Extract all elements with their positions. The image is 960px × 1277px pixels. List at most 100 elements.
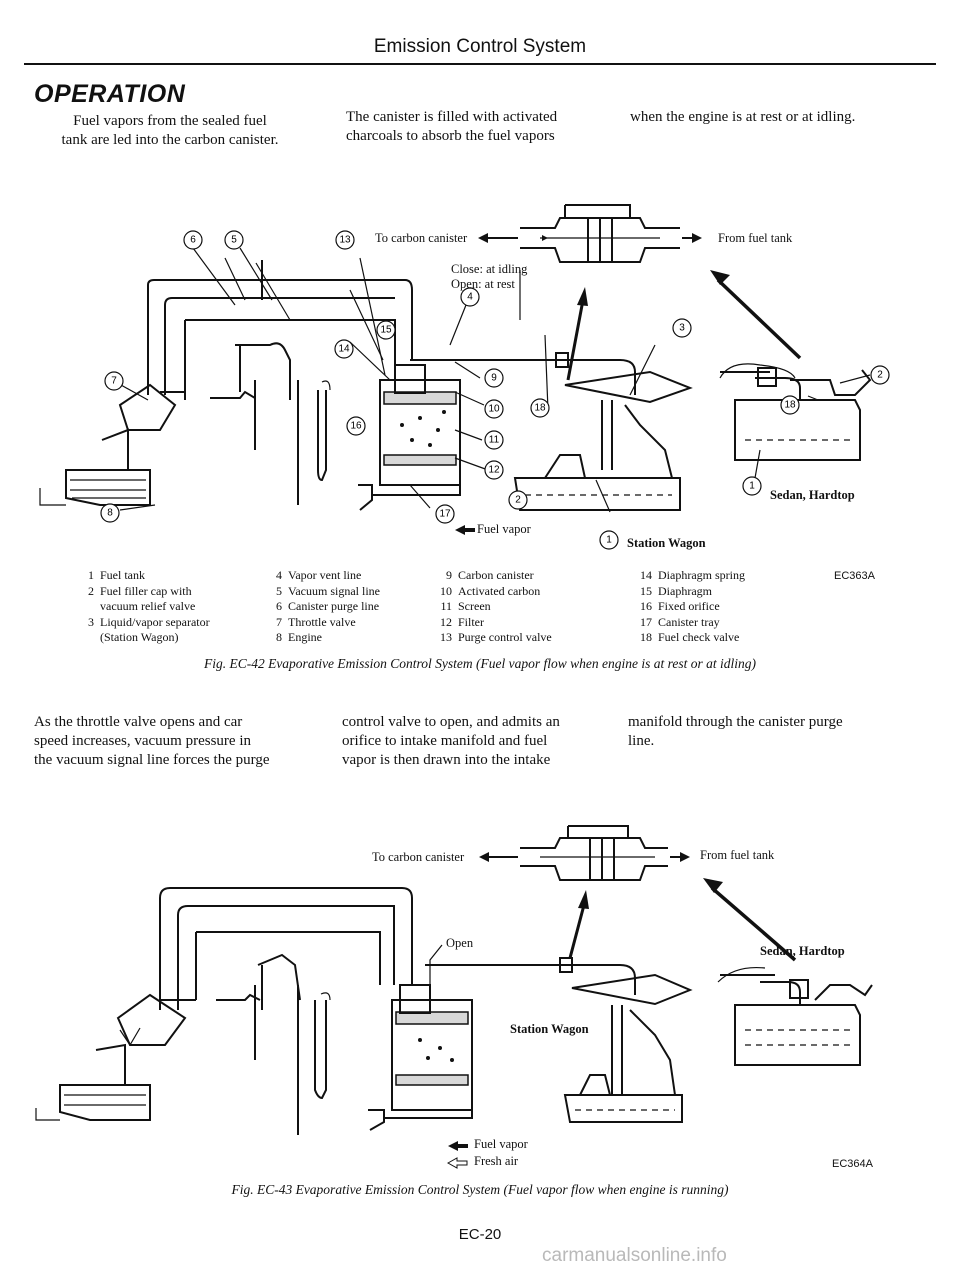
intro-col-1-line-2: tank are led into the carbon canister. [61, 132, 279, 148]
callout-5: 5 [224, 230, 244, 250]
callout-1-sedan: 1 [742, 476, 762, 496]
svg-text:6: 6 [190, 235, 196, 246]
callout-17: 17 [435, 504, 455, 524]
callout-2-station-wagon: 2 [508, 490, 528, 510]
intro-col-3-line-1: when the engine is at rest or at idling. [630, 109, 856, 125]
callout-14: 14 [334, 339, 354, 359]
svg-text:13: 13 [339, 235, 351, 246]
fresh-air-arrow-icon [446, 1157, 468, 1169]
svg-text:16: 16 [350, 421, 362, 432]
fuel-vapor-arrow-icon [455, 525, 475, 535]
callout-13: 13 [335, 230, 355, 250]
svg-text:1: 1 [749, 481, 755, 492]
fig43-caption: Fig. EC-43 Evaporative Emission Control … [231, 1182, 729, 1197]
fuel-vapor-arrow-icon [448, 1141, 468, 1151]
fig42-label-station-wagon: Station Wagon [627, 536, 706, 550]
callout-2-sedan: 2 [870, 365, 890, 385]
svg-text:14: 14 [338, 344, 350, 355]
fig43-label-open: Open [446, 936, 474, 950]
svg-text:18: 18 [784, 400, 796, 411]
svg-text:12: 12 [488, 465, 500, 476]
fuel-check-valve-illustration [520, 204, 680, 263]
callout-18-sedan: 18 [780, 395, 800, 415]
middle-col-1-line-3: the vacuum signal line forces the purge [34, 752, 270, 768]
fig42-caption: Fig. EC-42 Evaporative Emission Control … [203, 656, 757, 671]
middle-col-1-line-1: As the throttle valve opens and car [34, 714, 243, 730]
fig43-label-from-tank: From fuel tank [700, 848, 775, 862]
callout-6: 6 [183, 230, 203, 250]
svg-text:4: 4 [467, 292, 473, 303]
intro-col-1: Fuel vapors from the sealed fuel tank ar… [34, 112, 306, 150]
intro-col-1-line-1: Fuel vapors from the sealed fuel [73, 113, 267, 129]
fig42-label-close: Close: at idling [451, 262, 528, 276]
page-header-title: Emission Control System [373, 36, 587, 57]
middle-col-2-line-2: orifice to intake manifold and fuel [342, 733, 548, 749]
callout-1-station-wagon: 1 [599, 530, 619, 550]
callout-9: 9 [484, 368, 504, 388]
fig42-label-open: Open: at rest [451, 277, 515, 291]
callout-11: 11 [484, 430, 504, 450]
svg-text:11: 11 [489, 435, 500, 446]
svg-text:1: 1 [606, 535, 612, 546]
fig42-label-fuel-vapor: Fuel vapor [477, 522, 531, 536]
intro-col-2-line-2: charcoals to absorb the fuel vapors [346, 128, 555, 144]
callout-7: 7 [104, 371, 124, 391]
callout-16: 16 [346, 416, 366, 436]
fuel-check-valve-illustration [520, 825, 668, 881]
carbon-canister-illustration [358, 364, 461, 511]
svg-text:2: 2 [877, 370, 883, 381]
middle-col-1-line-2: speed increases, vacuum pressure in [34, 733, 252, 749]
section-heading: OPERATION [34, 80, 186, 108]
middle-col-3-line-1: manifold through the canister purge [628, 714, 843, 730]
intro-col-2: The canister is filled with activated ch… [346, 108, 608, 146]
fig43-label-fresh-air: Fresh air [474, 1154, 519, 1168]
fig43-label-fuel-vapor: Fuel vapor [474, 1137, 528, 1151]
engine-illustration [35, 887, 413, 1135]
legend-item: (Station Wagon) [100, 630, 179, 644]
fig43-label-to-canister: To carbon canister [372, 850, 465, 864]
fig42-label-from-tank: From fuel tank [718, 231, 793, 245]
middle-col-3-line-2: line. [628, 733, 655, 749]
middle-col-1: As the throttle valve opens and car spee… [34, 713, 310, 770]
middle-col-2: control valve to open, and admits an ori… [342, 713, 612, 770]
svg-text:17: 17 [439, 509, 451, 520]
svg-text:8: 8 [107, 508, 113, 519]
fig42-label-to-canister: To carbon canister [375, 231, 468, 245]
middle-col-2-line-1: control valve to open, and admits an [342, 714, 560, 730]
page-number: EC-20 [458, 1226, 502, 1243]
engine-illustration [39, 279, 413, 506]
svg-text:15: 15 [380, 325, 392, 336]
svg-text:7: 7 [111, 376, 117, 387]
fig43-label-station-wagon: Station Wagon [510, 1022, 589, 1036]
callout-18-valve: 18 [530, 398, 550, 418]
svg-text:2: 2 [515, 495, 521, 506]
sedan-fuel-tank-illustration [719, 363, 872, 479]
fig42-code: EC363A [834, 570, 875, 582]
fig43-code: EC364A [832, 1158, 873, 1170]
watermark: carmanualsonline.info [542, 1245, 727, 1266]
intro-col-3: when the engine is at rest or at idling. [630, 108, 900, 127]
